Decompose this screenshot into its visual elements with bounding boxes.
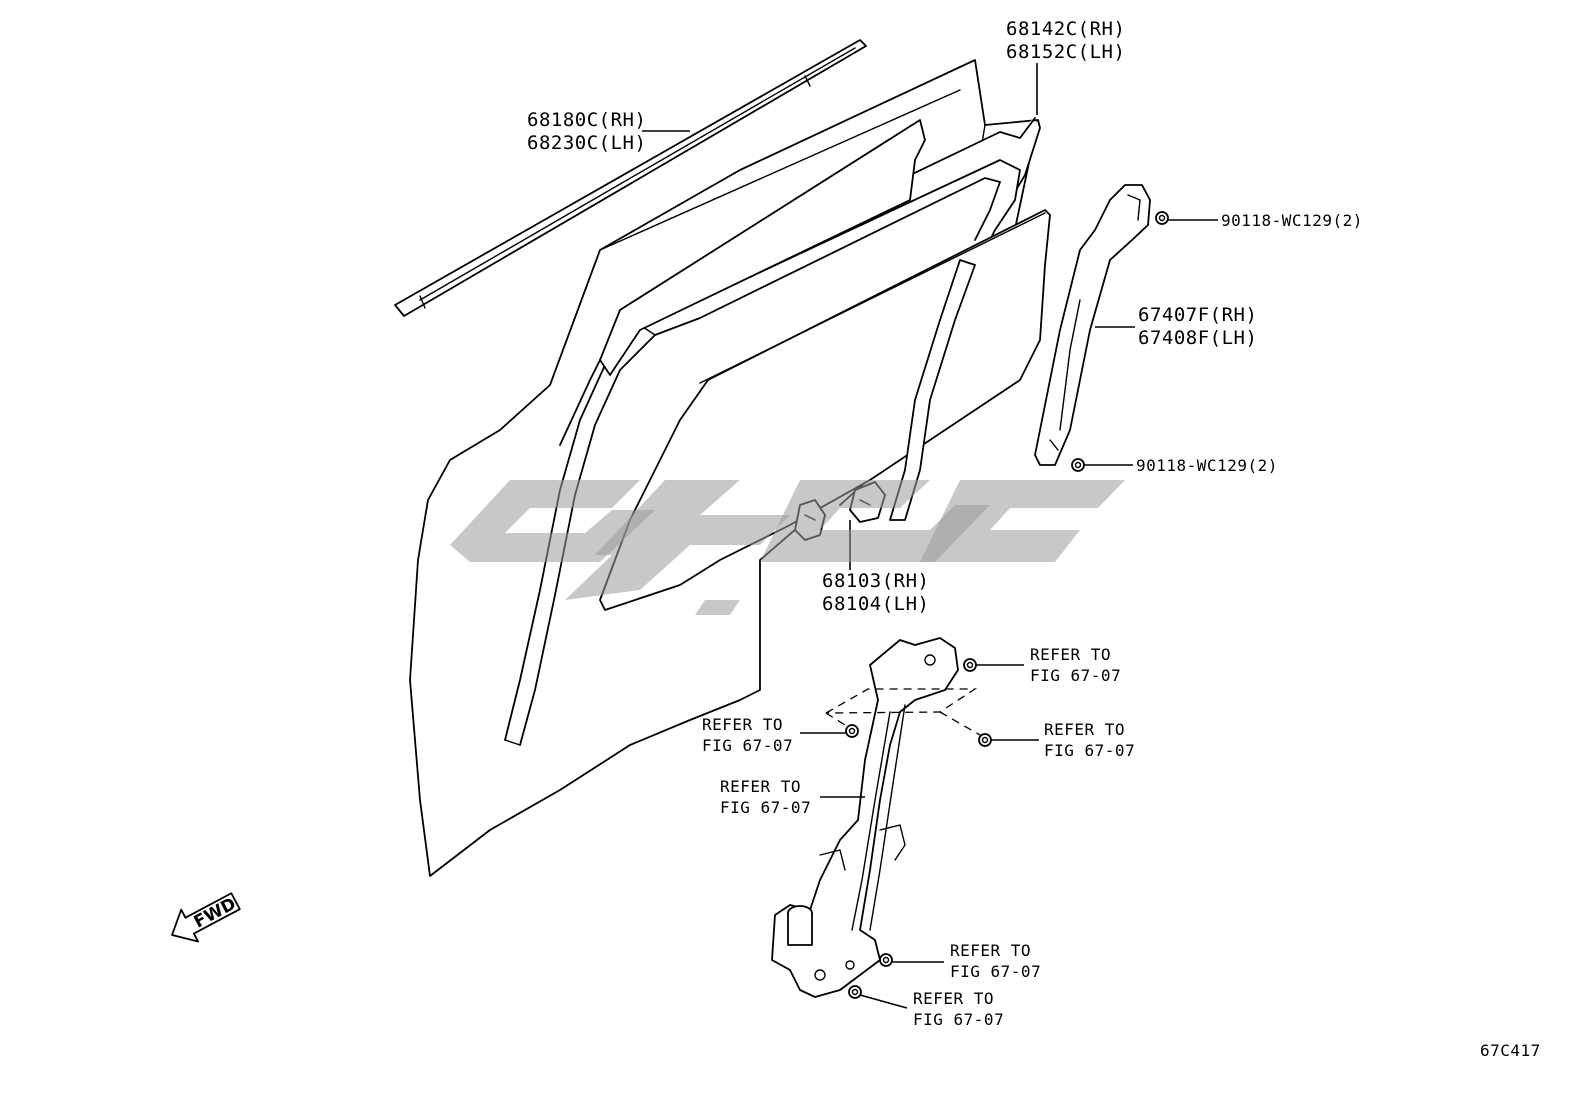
label-ref-1-line1: REFER TO bbox=[1030, 645, 1111, 664]
window-regulator bbox=[771, 637, 959, 998]
label-ref-2-line2: FIG 67-07 bbox=[702, 736, 793, 755]
watermark-logo bbox=[450, 480, 1125, 615]
label-run-channel-lh: 68152C(LH) bbox=[1006, 41, 1125, 63]
label-bolt-lower: 90118-WC129(2) bbox=[1136, 456, 1278, 475]
rear-sash bbox=[1034, 184, 1151, 466]
belt-moulding bbox=[394, 39, 867, 317]
label-glass-channel-lh: 68104(LH) bbox=[822, 593, 929, 615]
label-moulding-lh: 68230C(LH) bbox=[527, 132, 646, 154]
bolt-reg-1-icon bbox=[963, 658, 977, 672]
label-rear-sash-rh: 67407F(RH) bbox=[1138, 304, 1257, 326]
bolt-reg-2-icon bbox=[845, 724, 859, 738]
bolt-lower-icon bbox=[1071, 458, 1085, 472]
label-ref-6-line2: FIG 67-07 bbox=[913, 1010, 1004, 1029]
bolt-upper-icon bbox=[1155, 211, 1169, 225]
label-ref-3-line2: FIG 67-07 bbox=[1044, 741, 1135, 760]
label-ref-2-line1: REFER TO bbox=[702, 715, 783, 734]
figure-id: 67C417 bbox=[1480, 1041, 1541, 1060]
window-frame-inner bbox=[599, 119, 926, 376]
bolt-reg-5-icon bbox=[848, 985, 862, 999]
label-ref-1-line2: FIG 67-07 bbox=[1030, 666, 1121, 685]
fwd-label: FWD bbox=[191, 894, 240, 933]
label-glass-channel-rh: 68103(RH) bbox=[822, 570, 929, 592]
label-rear-sash-lh: 67408F(LH) bbox=[1138, 327, 1257, 349]
center-guide bbox=[889, 259, 976, 521]
bolt-dash-lines bbox=[825, 688, 981, 736]
label-ref-5-line1: REFER TO bbox=[950, 941, 1031, 960]
fwd-arrow-icon: FWD bbox=[171, 892, 241, 943]
label-ref-6-line1: REFER TO bbox=[913, 989, 994, 1008]
bolt-reg-4-icon bbox=[879, 953, 893, 967]
label-ref-4-line1: REFER TO bbox=[720, 777, 801, 796]
bolt-reg-3-icon bbox=[978, 733, 992, 747]
label-ref-4-line2: FIG 67-07 bbox=[720, 798, 811, 817]
label-run-channel-rh: 68142C(RH) bbox=[1006, 18, 1125, 40]
label-bolt-upper: 90118-WC129(2) bbox=[1221, 211, 1363, 230]
bolts bbox=[845, 211, 1169, 999]
label-ref-5-line2: FIG 67-07 bbox=[950, 962, 1041, 981]
label-ref-3-line1: REFER TO bbox=[1044, 720, 1125, 739]
label-moulding-rh: 68180C(RH) bbox=[527, 109, 646, 131]
labels: 68180C(RH) 68230C(LH) 68142C(RH) 68152C(… bbox=[527, 18, 1541, 1060]
